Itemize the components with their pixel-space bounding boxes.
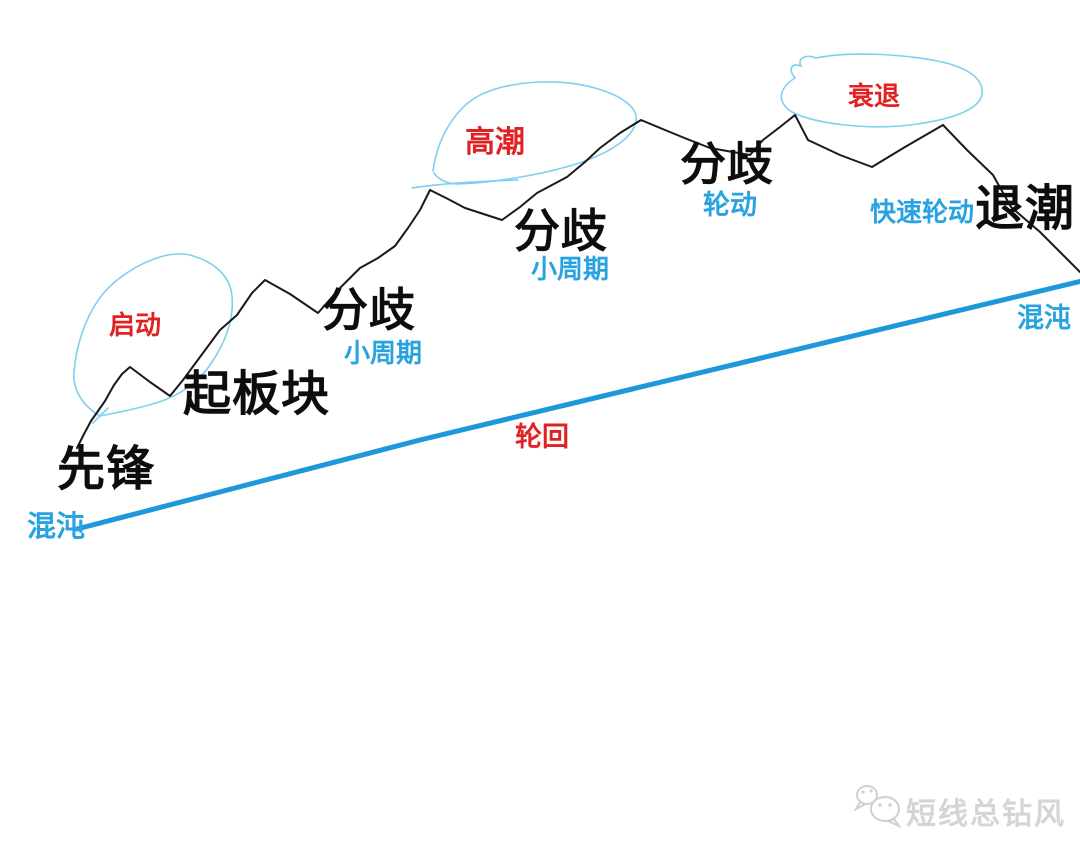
market-cycle-zigzag-line	[76, 114, 1080, 449]
phase-label-climax: 高潮	[465, 126, 525, 159]
sublabel-rotation: 轮动	[703, 190, 757, 220]
climax-circle-underline	[411, 179, 519, 189]
watermark-account-name: 短线总钻风	[906, 798, 1066, 831]
phase-label-launch: 启动	[109, 310, 162, 340]
stage-label-divergence-1: 分歧	[322, 284, 416, 336]
trend-baseline	[74, 278, 1080, 532]
stage-label-divergence-2: 分歧	[514, 205, 608, 257]
sublabel-fast-rotation: 快速轮动	[870, 197, 975, 227]
stage-label-pioneer: 先锋	[57, 443, 156, 496]
baseline-label-chaos-right: 混沌	[1017, 303, 1071, 333]
sublabel-small-cycle-1: 小周期	[344, 338, 423, 368]
baseline-label-chaos-left: 混沌	[27, 511, 86, 543]
wechat-icon	[853, 785, 902, 829]
launch-circle	[73, 253, 234, 424]
stage-label-ebb-tide: 退潮	[975, 182, 1076, 236]
decline-circle	[780, 53, 983, 128]
stage-label-divergence-3: 分歧	[680, 138, 774, 190]
stage-label-first-board: 起板块	[183, 368, 331, 421]
phase-label-decline: 衰退	[848, 81, 901, 111]
sublabel-small-cycle-2: 小周期	[531, 254, 610, 284]
climax-circle	[432, 81, 637, 185]
baseline-label-samsara: 轮回	[515, 422, 569, 452]
